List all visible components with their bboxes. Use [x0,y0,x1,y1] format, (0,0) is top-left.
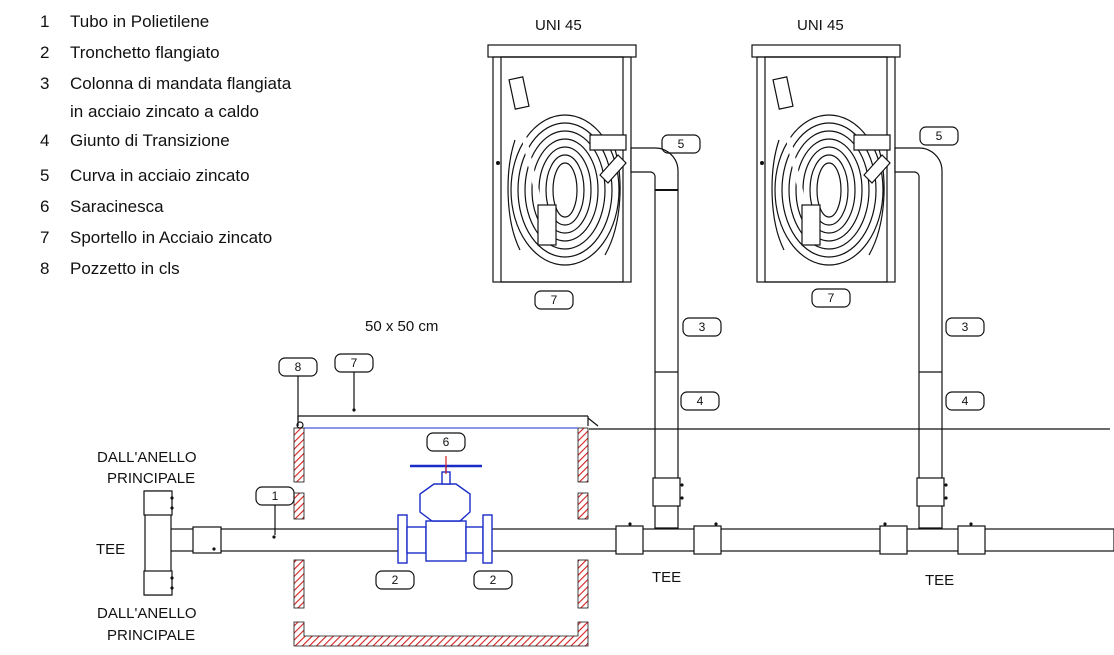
tag-5-right: 5 [936,129,943,143]
ring-label-top-1: DALL'ANELLO [97,449,197,466]
legend: 1 Tubo in Polietilene 2 Tronchetto flang… [40,12,292,278]
tag-2-left: 2 [392,573,399,587]
tee-label-left: TEE [96,541,125,558]
tag-2-right: 2 [490,573,497,587]
legend-num-3: 3 [40,74,49,93]
pit-cover [296,408,599,429]
tag-3-left: 3 [699,320,706,334]
legend-text-2: Tronchetto flangiato [70,43,220,62]
tee-right [879,522,986,555]
uni45-label-left: UNI 45 [535,17,582,34]
legend-num-6: 6 [40,197,49,216]
pit-size-label: 50 x 50 cm [365,318,438,335]
riser-right [894,147,948,529]
hose-reel-icon [507,76,627,266]
tag-4-right: 4 [962,394,969,408]
legend-text-6: Saracinesca [70,197,164,216]
legend-text-5: Curva in acciaio zincato [70,166,250,185]
tee-middle [615,522,722,555]
legend-num-2: 2 [40,43,49,62]
legend-text-7: Sportello in Acciaio zincato [70,228,272,247]
legend-num-4: 4 [40,131,49,150]
uni45-label-right: UNI 45 [797,17,844,34]
legend-text-8: Pozzetto in cls [70,259,180,278]
callout-tags: 5 5 7 7 7 3 3 4 4 8 6 1 2 2 [255,126,985,590]
hose-cabinet-left [487,44,637,283]
legend-num-8: 8 [40,259,49,278]
legend-text-1: Tubo in Polietilene [70,12,209,31]
ring-label-bottom-1: DALL'ANELLO [97,605,197,622]
tag-5-left: 5 [678,137,685,151]
tag-1: 1 [272,489,279,503]
legend-text-4: Giunto di Transizione [70,131,230,150]
legend-num-1: 1 [40,12,49,31]
ring-label-bottom-2: PRINCIPALE [107,627,195,644]
riser-left [630,147,684,529]
hose-reel-icon [771,76,891,266]
tag-3-right: 3 [962,320,969,334]
tag-7-right: 7 [828,291,835,305]
hose-cabinet-right [751,44,901,283]
tag-6: 6 [443,435,450,449]
legend-num-7: 7 [40,228,49,247]
legend-text-3b: in acciaio zincato a caldo [70,102,259,121]
gate-valve [397,456,493,564]
tee-label-middle: TEE [652,569,681,586]
concrete-pit [293,427,589,647]
tag-4-left: 4 [697,394,704,408]
tee-label-right: TEE [925,572,954,589]
ring-label-top-2: PRINCIPALE [107,470,195,487]
tee-left [143,490,222,596]
tag-7-pit: 7 [351,356,358,370]
legend-text-3a: Colonna di mandata flangiata [70,74,292,93]
legend-num-5: 5 [40,166,49,185]
tag-8: 8 [295,360,302,374]
tag-7-left: 7 [551,293,558,307]
